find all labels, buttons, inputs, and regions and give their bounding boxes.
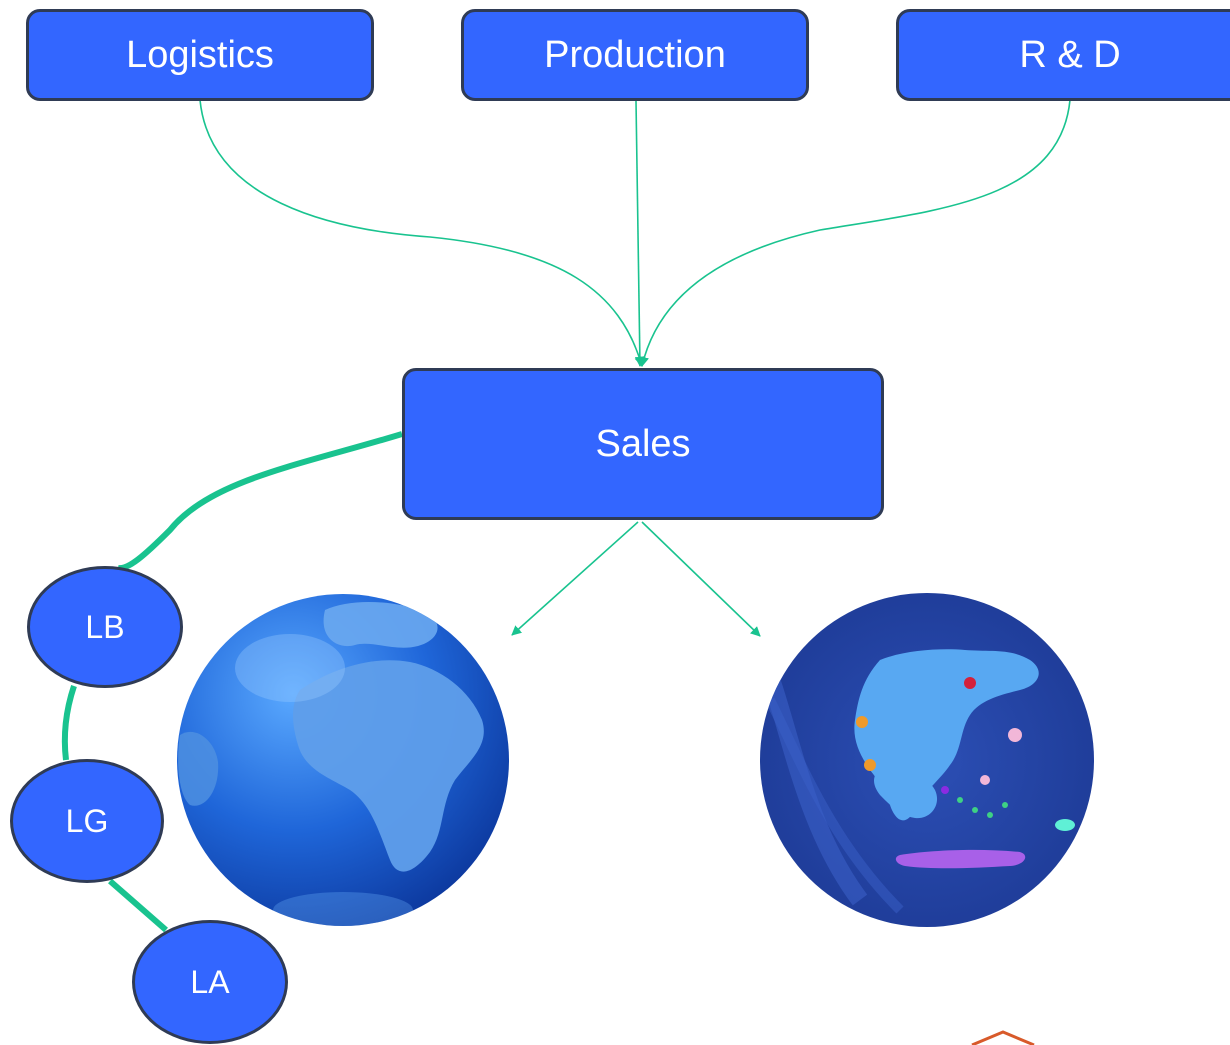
sales-to-world-arrow [511, 521, 639, 636]
world-globe-image [177, 594, 509, 926]
logistics-box[interactable]: Logistics [26, 9, 374, 101]
sales-box[interactable]: Sales [402, 368, 884, 520]
lg-to-la-connector [108, 878, 168, 933]
partial-logo-icon [971, 1030, 1035, 1045]
production-label: Production [544, 33, 726, 76]
node-lg-label: LG [65, 802, 109, 839]
rnd-to-sales-connector [639, 99, 1071, 367]
node-lg[interactable]: LG [10, 759, 164, 883]
sales-to-lb-connector [117, 431, 403, 572]
node-la-label: LA [190, 963, 230, 1000]
production-to-sales-connector [634, 100, 645, 367]
node-lb-label: LB [85, 608, 125, 645]
logistics-to-sales-connector [199, 99, 645, 367]
rnd-label: R & D [1019, 33, 1121, 76]
lb-to-lg-connector [61, 685, 77, 761]
node-la[interactable]: LA [132, 920, 288, 1044]
sales-to-greece-arrow [641, 521, 761, 637]
sales-label: Sales [595, 422, 691, 465]
logistics-label: Logistics [126, 33, 274, 76]
rnd-box[interactable]: R & D [896, 9, 1230, 101]
node-lb[interactable]: LB [27, 566, 183, 688]
production-box[interactable]: Production [461, 9, 809, 101]
greece-map-globe-image [760, 593, 1094, 927]
